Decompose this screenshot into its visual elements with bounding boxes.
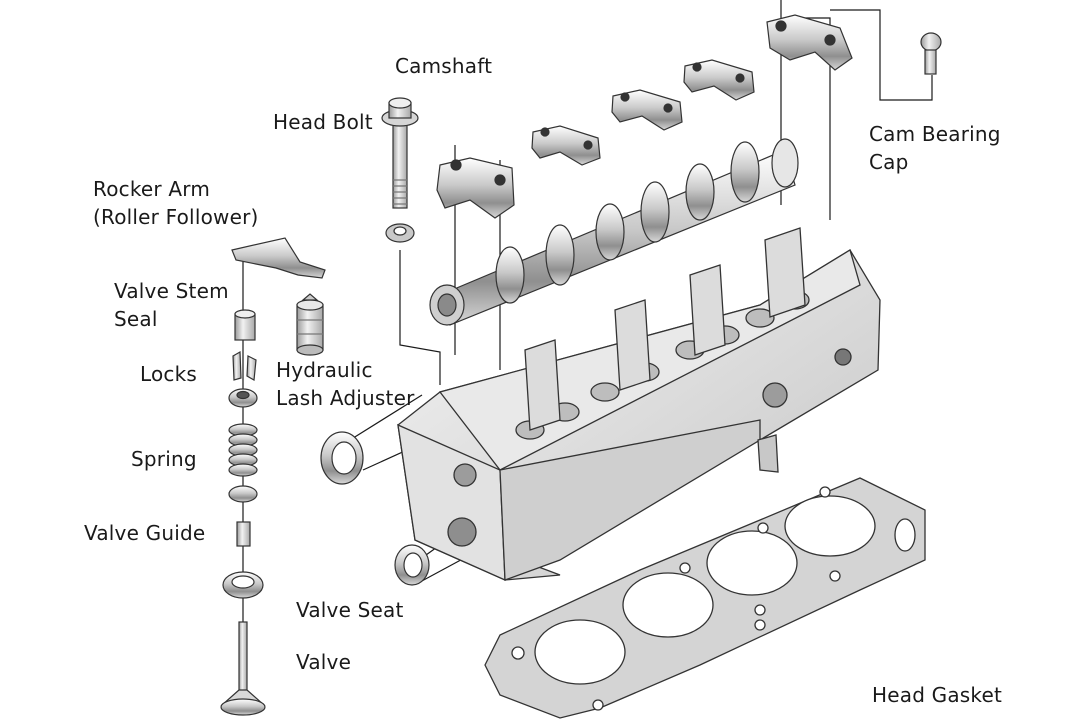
label-cam-bearing-cap-line2: Cap bbox=[869, 150, 909, 174]
camshaft bbox=[429, 138, 799, 326]
label-spring: Spring bbox=[131, 447, 197, 471]
valvetrain-stack bbox=[220, 237, 326, 716]
cylinder-head bbox=[397, 227, 881, 582]
valve-seat-rings bbox=[320, 431, 430, 586]
valve-stem-seal bbox=[234, 309, 256, 341]
cam-bearing-caps bbox=[436, 14, 853, 219]
label-head-bolt: Head Bolt bbox=[273, 110, 373, 134]
spring-seat bbox=[228, 485, 258, 503]
cam-cap-bolt bbox=[920, 32, 942, 75]
label-rocker-arm-line2: (Roller Follower) bbox=[93, 205, 259, 229]
valve-seat-part bbox=[222, 571, 264, 599]
valve-locks bbox=[232, 350, 257, 381]
rocker-arm bbox=[231, 237, 326, 279]
label-rocker-arm-line1: Rocker Arm bbox=[93, 177, 211, 201]
label-locks: Locks bbox=[140, 362, 198, 386]
label-valve: Valve bbox=[296, 650, 352, 674]
label-valve-stem-seal-line2: Seal bbox=[114, 307, 158, 331]
label-camshaft: Camshaft bbox=[395, 54, 493, 78]
label-valve-guide: Valve Guide bbox=[84, 521, 206, 545]
label-hydraulic-lash-adjuster-line1: Hydraulic bbox=[276, 358, 373, 382]
valve-guide-part bbox=[236, 521, 251, 547]
head-bolt bbox=[381, 97, 419, 243]
label-valve-seat: Valve Seat bbox=[296, 598, 404, 622]
valve-spring bbox=[228, 423, 258, 477]
label-cam-bearing-cap-line1: Cam Bearing bbox=[869, 122, 1001, 146]
hydraulic-lash-adjuster bbox=[296, 293, 324, 356]
spring-retainer bbox=[228, 388, 258, 408]
valve-part bbox=[220, 621, 266, 716]
label-hydraulic-lash-adjuster-line2: Lash Adjuster bbox=[276, 386, 415, 410]
label-valve-stem-seal-line1: Valve Stem bbox=[114, 279, 229, 303]
label-head-gasket: Head Gasket bbox=[872, 683, 1003, 707]
head-gasket bbox=[484, 477, 926, 719]
